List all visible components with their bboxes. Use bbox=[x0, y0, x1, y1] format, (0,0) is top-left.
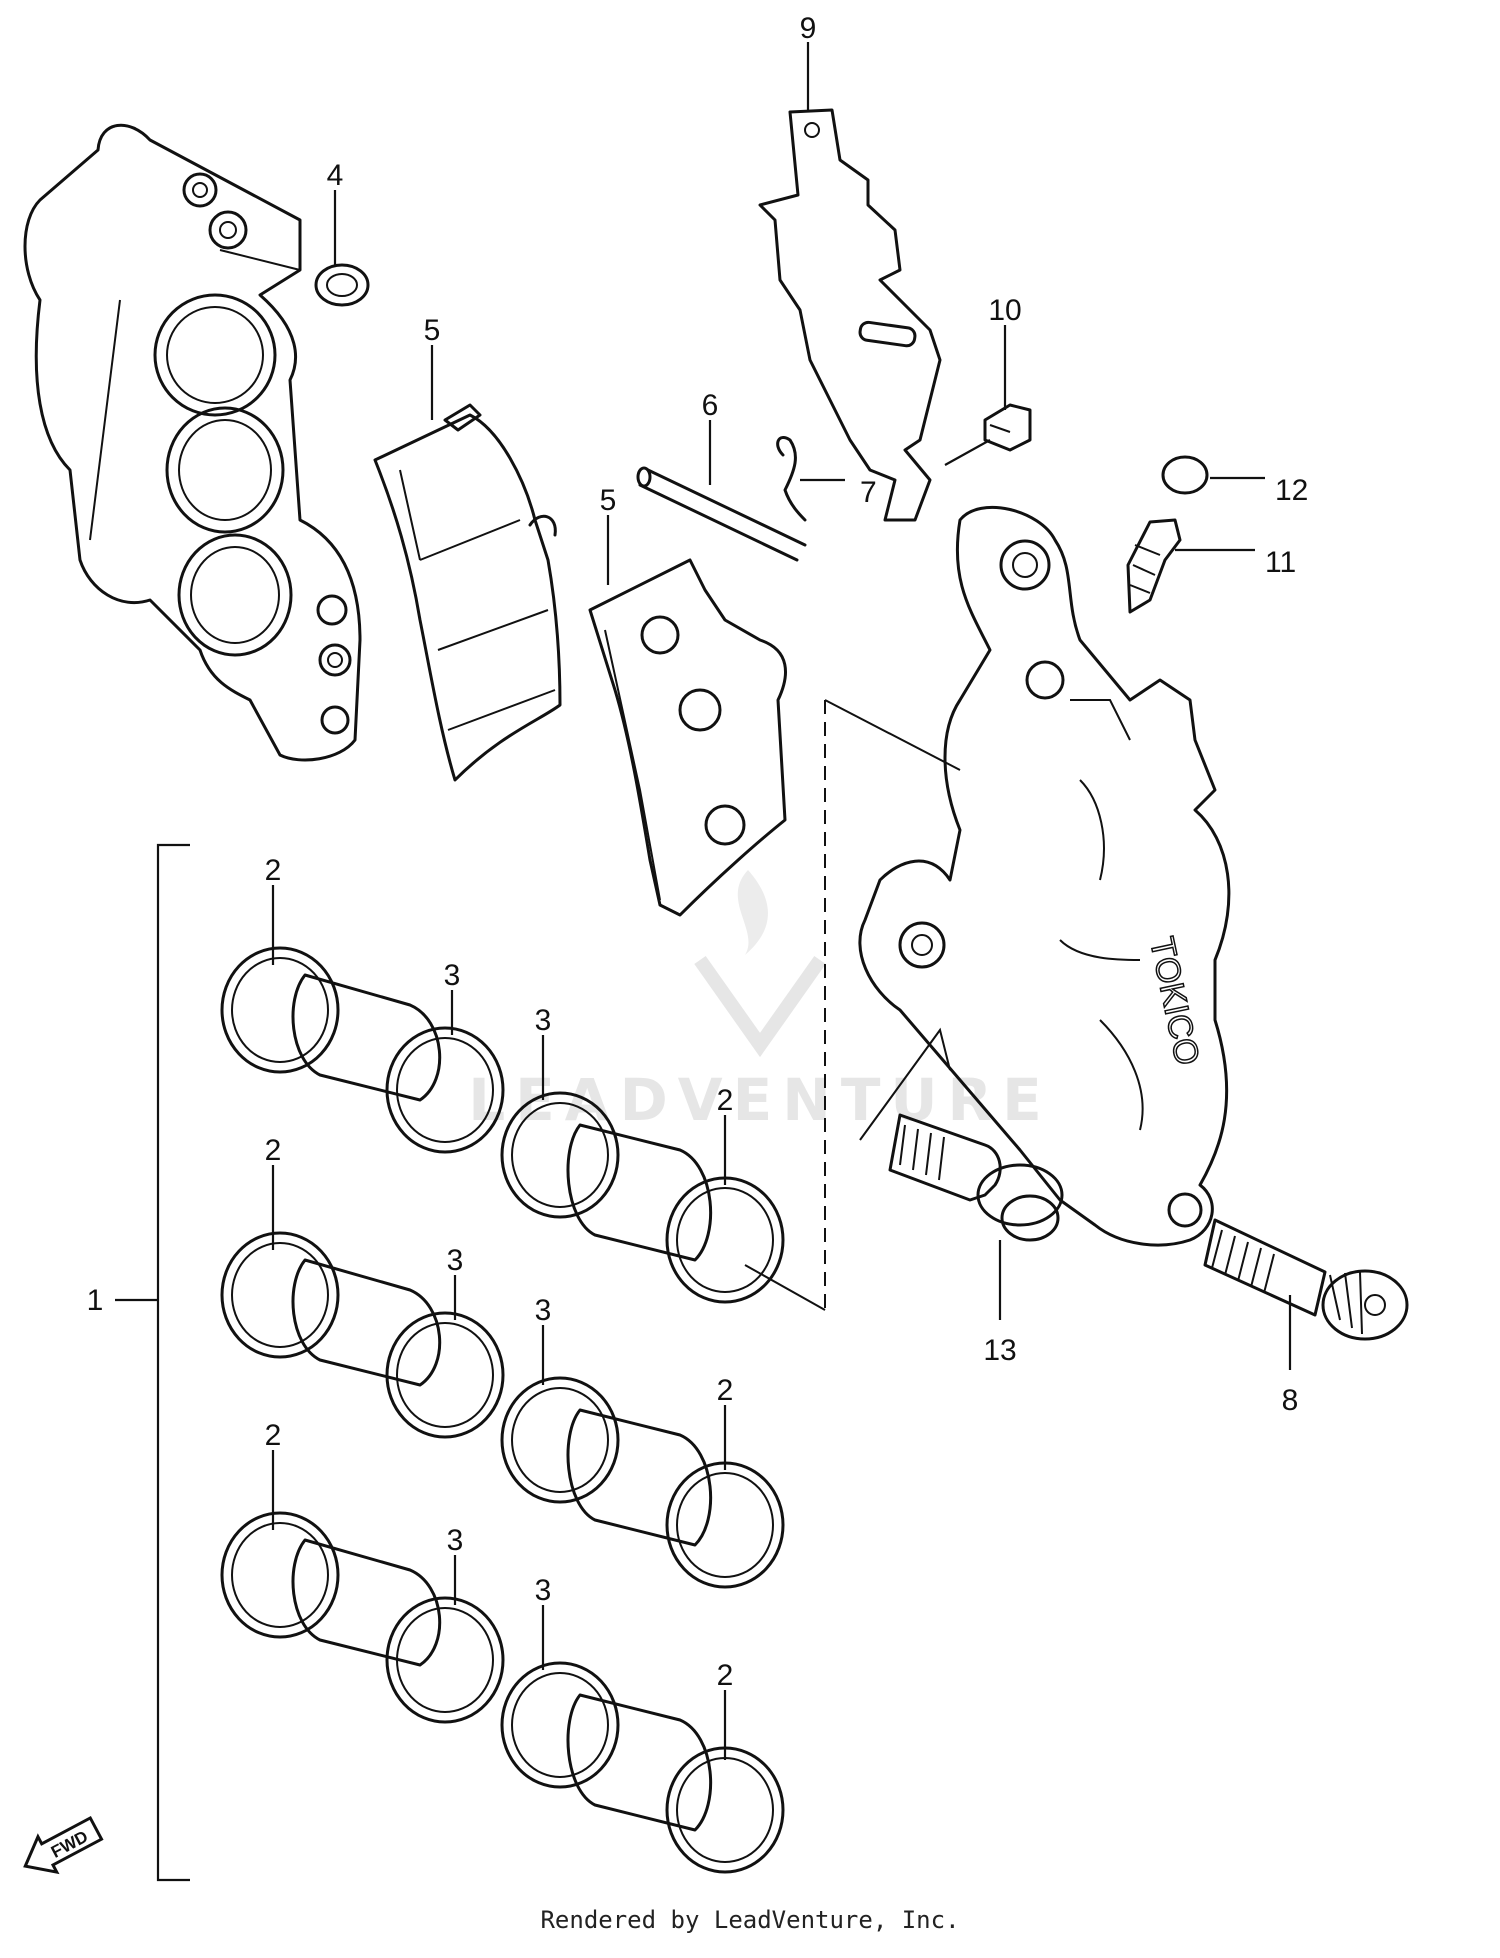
callout-3-r2b: 3 bbox=[535, 1294, 552, 1327]
callout-3-r2a: 3 bbox=[447, 1244, 464, 1277]
watermark: LEADVENTURE bbox=[468, 870, 1052, 1134]
callout-3-r3a: 3 bbox=[447, 1524, 464, 1557]
forward-arrow-badge: FWD bbox=[23, 1815, 104, 1875]
leader-lines bbox=[271, 42, 1292, 1760]
part-13-bolt bbox=[888, 1113, 1064, 1242]
callouts: 9 4 5 6 5 7 10 12 11 13 8 1 2 3 3 2 2 3 … bbox=[87, 12, 1309, 1692]
callout-2-r3a: 2 bbox=[265, 1419, 282, 1452]
callout-1: 1 bbox=[87, 1284, 104, 1317]
part-12-cap bbox=[1161, 455, 1209, 495]
callout-2-r1a: 2 bbox=[265, 854, 282, 887]
callout-2-r2a: 2 bbox=[265, 1134, 282, 1167]
callout-13: 13 bbox=[983, 1334, 1016, 1367]
footer-credit: Rendered by LeadVenture, Inc. bbox=[540, 1906, 960, 1934]
callout-9: 9 bbox=[800, 12, 817, 45]
part-5-brake-pad-right bbox=[588, 558, 787, 917]
caliper-half-right: TOKICO bbox=[858, 505, 1231, 1247]
part-4-seal bbox=[314, 263, 370, 307]
callout-5-right: 5 bbox=[600, 484, 617, 517]
callout-2-r1b: 2 bbox=[717, 1084, 734, 1117]
callout-2-r3b: 2 bbox=[717, 1659, 734, 1692]
part-10-screw bbox=[944, 403, 1032, 466]
piston-set-row-3 bbox=[220, 1511, 785, 1874]
callout-3-r1b: 3 bbox=[535, 1004, 552, 1037]
callout-7: 7 bbox=[860, 476, 877, 509]
part-5-brake-pad-left bbox=[373, 403, 562, 782]
callout-3-r3b: 3 bbox=[535, 1574, 552, 1607]
part-11-bleeder-valve bbox=[1126, 518, 1182, 614]
callout-12: 12 bbox=[1275, 474, 1308, 507]
assembly-guide-lines bbox=[744, 699, 961, 1311]
callout-10: 10 bbox=[988, 294, 1021, 327]
callout-4: 4 bbox=[327, 159, 344, 192]
piston-set-row-1 bbox=[220, 946, 785, 1304]
tokico-embossing: TOKICO bbox=[1142, 934, 1206, 1069]
part-7-clip bbox=[776, 436, 807, 522]
part-8-bolt bbox=[1203, 1218, 1409, 1341]
watermark-text: LEADVENTURE bbox=[468, 1066, 1052, 1134]
piston-set-row-2 bbox=[220, 1231, 785, 1589]
callout-2-r2b: 2 bbox=[717, 1374, 734, 1407]
caliper-half-left bbox=[23, 123, 362, 762]
callout-5-left: 5 bbox=[424, 314, 441, 347]
part-9-bracket bbox=[758, 108, 942, 522]
callout-11: 11 bbox=[1265, 546, 1296, 579]
kit-bracket bbox=[115, 843, 190, 1882]
callout-3-r1a: 3 bbox=[444, 959, 461, 992]
callout-8: 8 bbox=[1282, 1384, 1299, 1417]
part-6-pad-pin bbox=[636, 466, 807, 562]
callout-6: 6 bbox=[702, 389, 719, 422]
